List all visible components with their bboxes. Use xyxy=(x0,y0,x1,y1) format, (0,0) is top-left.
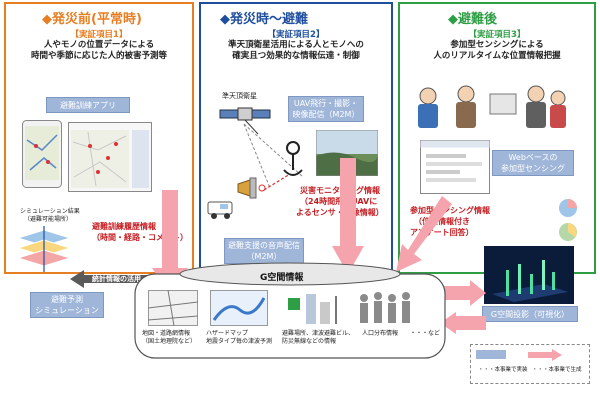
monitoring-label-2: （24時間飛行UAVに xyxy=(300,197,378,206)
pie-chart-decor xyxy=(559,199,577,241)
prediction-label-2: シミュレーション xyxy=(35,306,99,315)
legend-generated-label: ・・・本事業で生成 xyxy=(532,367,582,373)
satellite-icon xyxy=(219,107,271,135)
voice-signal-lines xyxy=(263,173,291,191)
panel-3-title: ◆避難後 xyxy=(448,12,497,27)
people-illustration xyxy=(418,85,566,128)
stats-label: 統計情報の活用 xyxy=(92,275,141,283)
legend xyxy=(470,344,590,384)
monitoring-arrow xyxy=(332,158,364,274)
g-projection-label: G空間投影（可視化） xyxy=(490,309,570,319)
prediction-label-1: 避難予測 xyxy=(51,295,83,304)
satellite-signal-lines xyxy=(243,123,303,189)
sensing-label-2: （位置情報付き xyxy=(414,217,470,226)
web-form-image xyxy=(420,140,490,194)
panel-1-title: ◆発災前(平常時) xyxy=(42,12,142,27)
legend-implemented-label: ・・・本事業で実装 xyxy=(478,367,528,373)
input-arrow xyxy=(440,312,486,334)
stats-arrow xyxy=(70,270,160,288)
g-projection-box: G空間投影（可視化） xyxy=(482,306,578,322)
simulation-result-label-1: シミュレーション結果 xyxy=(20,208,80,215)
megaphone-icon xyxy=(237,177,266,199)
hazard-map-icon xyxy=(210,290,268,326)
panel-1-line-2: 時間や季節に応じた人的被害予測等 xyxy=(30,51,167,61)
evacuation-app-label: 避難訓練アプリ xyxy=(60,100,116,110)
web-sensing-label-1: Webベースの xyxy=(508,153,558,162)
data-item-shelter-1: 避難場所、津波避難ビル、 xyxy=(282,330,355,337)
panel-2-line-2: 確実且つ効果的な情報伝達・制御 xyxy=(232,51,360,61)
panel-2-title: ◆発災時～避難 xyxy=(220,12,308,27)
data-item-hazard-1: ハザードマップ xyxy=(206,330,249,337)
sensing-label-3: アンケート回答） xyxy=(410,228,474,237)
evacuation-history-label-2: （時間・経路・コメント） xyxy=(92,233,188,242)
monitoring-label-3: よるセンサ・映像情報） xyxy=(296,208,384,217)
satellite-label: 準天頂衛星 xyxy=(222,92,257,100)
legend-implemented-swatch xyxy=(476,350,506,359)
data-item-shelter-2: 防災無線などの情報 xyxy=(282,338,337,345)
panel-3-tag: 【実証項目3】 xyxy=(468,30,526,40)
output-arrow xyxy=(440,280,486,306)
data-item-population: 人口分布情報 xyxy=(362,330,399,337)
panel-2-tag: 【実証項目2】 xyxy=(267,30,325,40)
data-item-road-1: 地図・道路網情報 xyxy=(142,330,191,337)
uav-label-1: UAV飛行・撮影・ xyxy=(293,99,359,108)
evacuation-app-box: 避難訓練アプリ xyxy=(46,97,130,113)
panel-2-line-1: 準天頂衛星活用による人とモノへの xyxy=(228,40,364,50)
voice-delivery-box: 避難支援の音声配信 （M2M） xyxy=(224,238,304,264)
data-item-etc: ・・・など xyxy=(410,330,441,337)
history-arrow xyxy=(152,190,188,294)
panel-1-tag: 【実証項目1】 xyxy=(70,30,128,40)
web-sensing-label-2: 参加型センシング xyxy=(501,164,565,173)
uav-label-2: 映像配信（M2M） xyxy=(292,110,360,119)
web-sensing-box: Webベースの 参加型センシング xyxy=(492,150,574,176)
simulation-result-label-2: （避難可能場所） xyxy=(24,216,73,223)
sensing-label-1: 参加型センシング情報 xyxy=(410,206,490,215)
population-icon xyxy=(360,292,410,323)
evacuation-history-label-1: 避難訓練履歴情報 xyxy=(92,222,156,231)
panel-3-line-2: 人のリアルタイムな位置情報把握 xyxy=(433,51,561,61)
legend-generated-arrow xyxy=(528,349,562,361)
sensing-arrow xyxy=(396,196,452,272)
uav-box: UAV飛行・撮影・ 映像配信（M2M） xyxy=(288,96,364,122)
3d-visualization-image xyxy=(484,246,574,304)
panel-1-line-1: 人やモノの位置データによる xyxy=(43,40,155,50)
phone-map-image xyxy=(22,120,62,188)
data-item-hazard-2: 地震タイプ毎の津波予測 xyxy=(206,338,273,345)
g-space-title: G空間情報 xyxy=(260,273,304,283)
evacuation-prediction-box: 避難予測 シミュレーション xyxy=(30,292,104,318)
desktop-map-image xyxy=(68,122,152,192)
road-map-icon xyxy=(148,290,198,326)
data-item-road-2: （国土地理院など） xyxy=(142,338,197,345)
panel-3-line-1: 参加型センシングによる xyxy=(450,40,544,50)
vehicle-icon xyxy=(207,201,233,219)
uav-drone-icon xyxy=(283,141,303,176)
voice-label-1: 避難支援の音声配信 xyxy=(228,241,300,250)
shelter-buildings-icon xyxy=(288,294,337,324)
layered-planes-image xyxy=(16,226,72,272)
voice-label-2: （M2M） xyxy=(246,252,282,261)
